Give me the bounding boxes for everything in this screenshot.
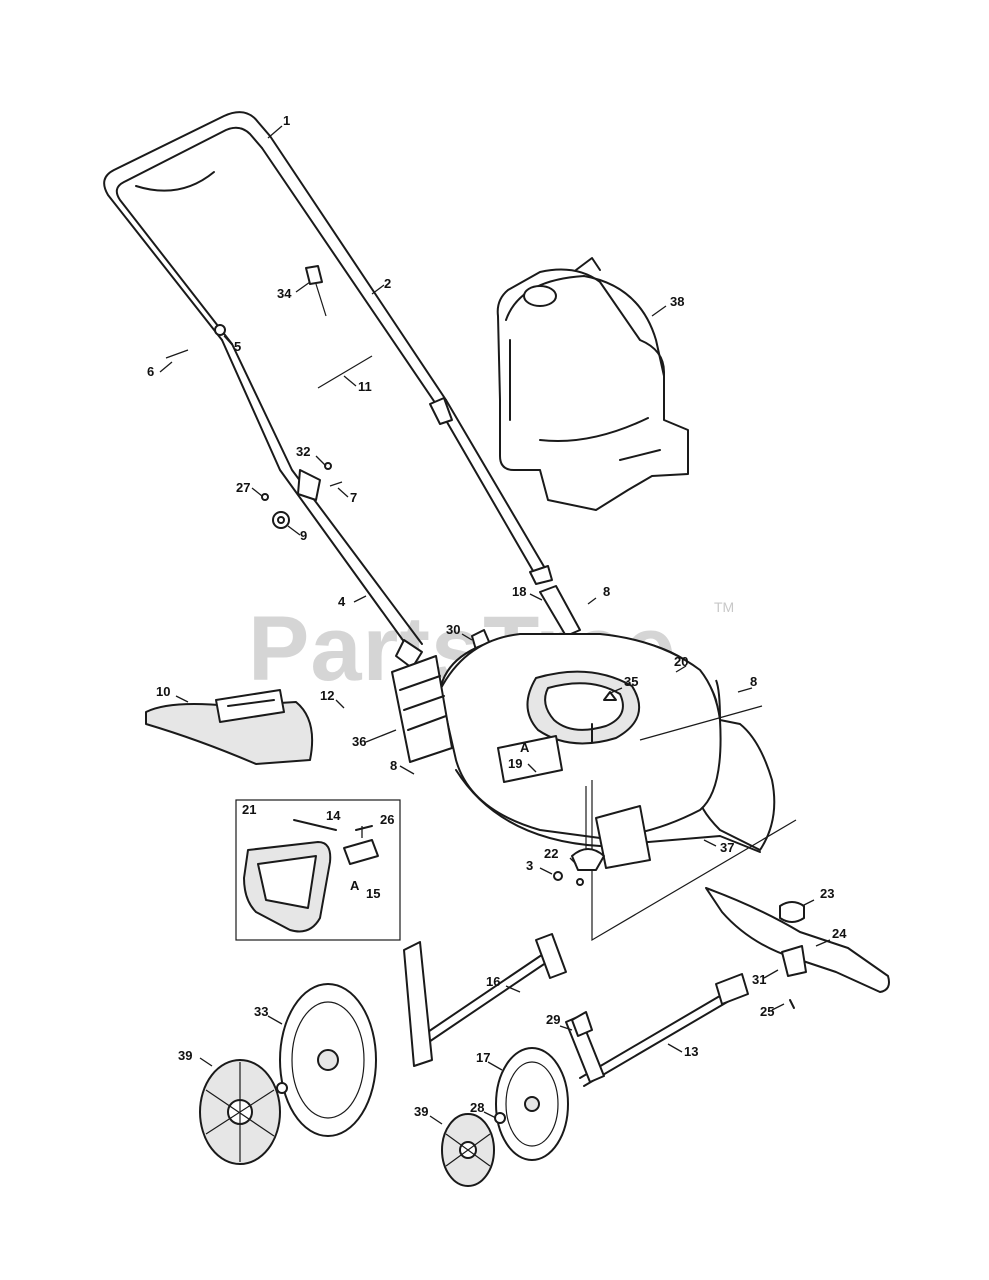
watermark-tm: TM (714, 599, 734, 615)
wheel-icon (199, 983, 593, 1187)
rear-flap-bracket (539, 585, 581, 637)
callout-11: 11 (358, 379, 372, 394)
callout-30: 30 (446, 622, 460, 637)
callout-7: 7 (350, 490, 357, 505)
height-lever (571, 848, 605, 871)
leader-lines (159, 125, 831, 1125)
callout-9: 9 (300, 528, 307, 543)
callout-37: 37 (720, 840, 734, 855)
bolt-22 (576, 878, 584, 886)
callout-34: 34 (277, 286, 292, 301)
callout-36: 36 (352, 734, 366, 749)
callout-2: 2 (384, 276, 391, 291)
callout-20: 20 (674, 654, 688, 669)
callout-17: 17 (476, 1050, 490, 1065)
callout-29: 29 (546, 1012, 560, 1027)
callout-32: 32 (296, 444, 310, 459)
callout-4: 4 (338, 594, 346, 609)
callout-25: 25 (760, 1004, 774, 1019)
lower-handle (221, 339, 553, 669)
callout-1: 1 (283, 113, 290, 128)
callout-8: 8 (603, 584, 610, 599)
callout-21: 21 (242, 802, 256, 817)
callout-28: 28 (470, 1100, 484, 1115)
callout-10: 10 (156, 684, 170, 699)
callout-8: 8 (390, 758, 397, 773)
engine-icon (496, 257, 689, 511)
callout-33: 33 (254, 1004, 268, 1019)
callout-35: 35 (624, 674, 638, 689)
callout-A: A (520, 740, 530, 755)
callout-31: 31 (752, 972, 766, 987)
callout-27: 27 (236, 480, 250, 495)
blade-icon (705, 887, 890, 1009)
callout-18: 18 (512, 584, 526, 599)
callout-15: 15 (366, 886, 380, 901)
rear-flap (145, 689, 314, 765)
callout-22: 22 (544, 846, 558, 861)
callout-3: 3 (526, 858, 533, 873)
callout-26: 26 (380, 812, 394, 827)
callout-24: 24 (832, 926, 847, 941)
callout-38: 38 (670, 294, 684, 309)
handle-hardware (165, 265, 453, 529)
callout-14: 14 (326, 808, 341, 823)
bolt-3 (553, 871, 563, 881)
callout-12: 12 (320, 688, 334, 703)
callout-16: 16 (486, 974, 500, 989)
upper-handle (103, 111, 447, 411)
callout-19: 19 (508, 756, 522, 771)
callout-13: 13 (684, 1044, 698, 1059)
callout-39: 39 (414, 1104, 428, 1119)
mower-deck-icon (391, 633, 776, 869)
axles (403, 933, 749, 1087)
callout-5: 5 (234, 339, 241, 354)
callout-A: A (350, 878, 360, 893)
callout-8: 8 (750, 674, 757, 689)
callout-6: 6 (147, 364, 154, 379)
callout-39: 39 (178, 1048, 192, 1063)
mulch-plug-inset (235, 799, 401, 941)
callout-23: 23 (820, 886, 834, 901)
